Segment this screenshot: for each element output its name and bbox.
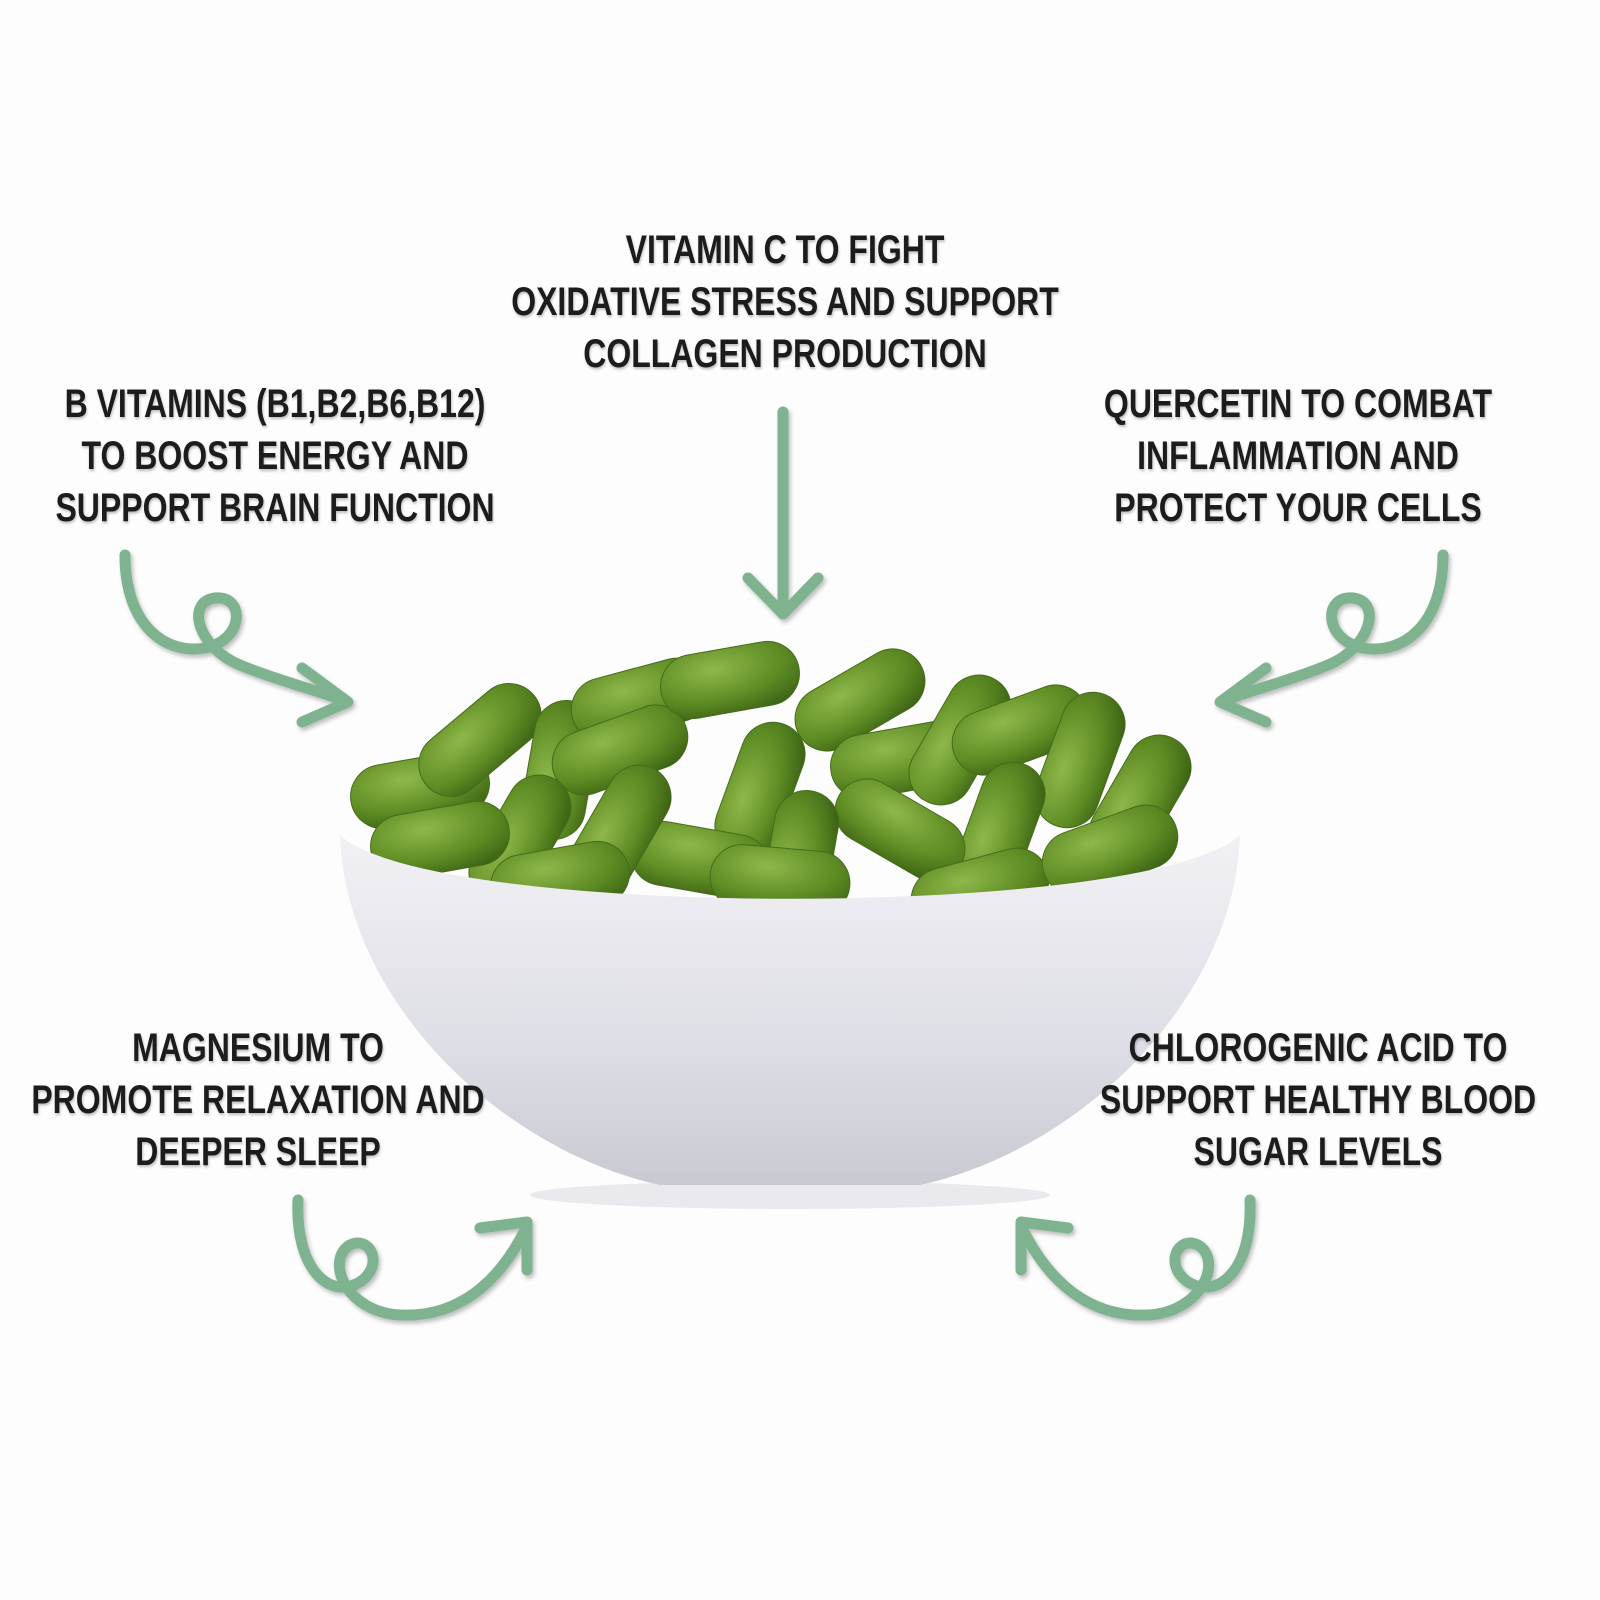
capsule — [660, 640, 800, 720]
callout-line: MAGNESIUM TO — [132, 1026, 384, 1070]
callout-line: COLLAGEN PRODUCTION — [583, 332, 987, 376]
curly-arrow-icon-top-left — [119, 549, 354, 728]
bowl-shadow — [530, 1181, 1050, 1209]
callout-magnesium: MAGNESIUM TO PROMOTE RELAXATION AND DEEP… — [31, 1022, 484, 1178]
callout-line: PROMOTE RELAXATION AND — [31, 1078, 485, 1122]
callout-line: DEEPER SLEEP — [135, 1130, 381, 1174]
capsules — [350, 640, 1192, 933]
arrow-down-icon — [742, 406, 824, 620]
callout-line: TO BOOST ENERGY AND — [81, 434, 469, 478]
callout-chlorogenic-acid: CHLOROGENIC ACID TO SUPPORT HEALTHY BLOO… — [1100, 1022, 1536, 1178]
capsule — [794, 648, 926, 752]
callout-line: INFLAMMATION AND — [1137, 434, 1459, 478]
callout-line: QUERCETIN TO COMBAT — [1103, 382, 1493, 426]
callout-line: SUGAR LEVELS — [1193, 1130, 1443, 1174]
curly-arrow-icon-bottom-left — [292, 1194, 533, 1321]
curly-arrow-icon-top-right — [1214, 549, 1449, 728]
curly-arrow-icon-bottom-right — [1015, 1194, 1256, 1321]
callout-line: PROTECT YOUR CELLS — [1114, 486, 1482, 530]
callout-line: CHLOROGENIC ACID TO — [1128, 1026, 1508, 1070]
callout-b-vitamins: B VITAMINS (B1,B2,B6,B12) TO BOOST ENERG… — [55, 378, 494, 534]
callout-line: SUPPORT BRAIN FUNCTION — [55, 486, 495, 530]
callout-line: VITAMIN C TO FIGHT — [625, 228, 945, 272]
callout-line: OXIDATIVE STRESS AND SUPPORT — [511, 280, 1059, 324]
capsule — [1034, 691, 1126, 829]
callout-quercetin: QUERCETIN TO COMBAT INFLAMMATION AND PRO… — [1104, 378, 1492, 534]
callout-vitamin-c: VITAMIN C TO FIGHT OXIDATIVE STRESS AND … — [511, 224, 1059, 380]
callout-line: SUPPORT HEALTHY BLOOD — [1099, 1078, 1537, 1122]
capsule — [370, 800, 510, 880]
callout-line: B VITAMINS (B1,B2,B6,B12) — [64, 382, 486, 426]
capsule — [418, 683, 542, 797]
bowl — [340, 835, 1240, 1185]
